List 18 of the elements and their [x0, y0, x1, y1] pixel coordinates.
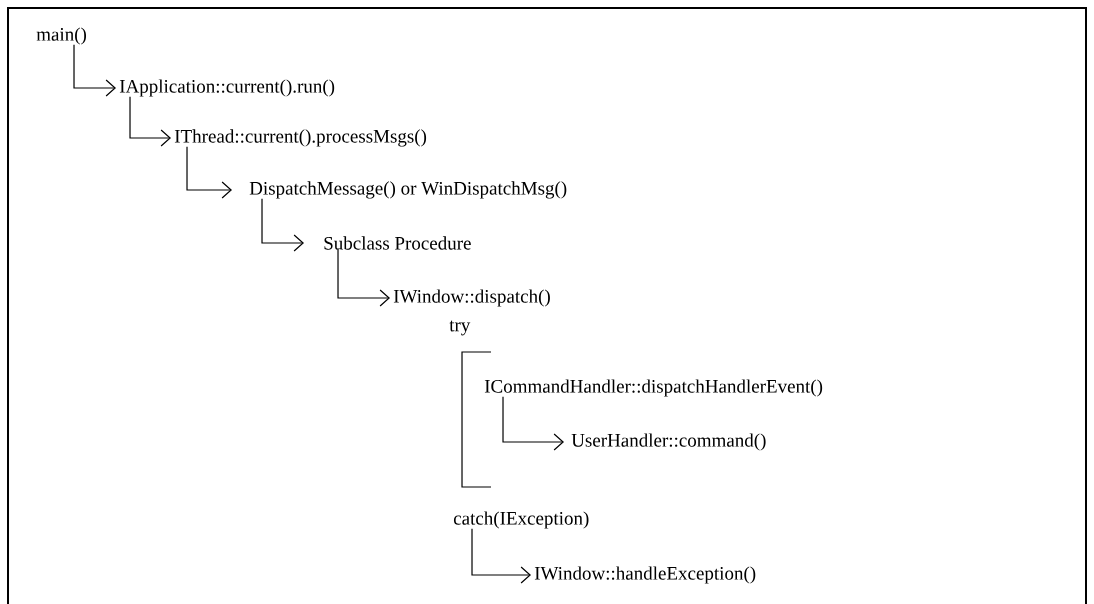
- arrow: [129, 96, 171, 147]
- arrow: [186, 146, 232, 199]
- call-label: IApplication::current().run(): [119, 79, 335, 97]
- arrow: [337, 249, 390, 307]
- arrow: [73, 44, 116, 97]
- arrow: [471, 528, 531, 584]
- call-label: UserHandler::command(): [571, 433, 766, 451]
- call-label: try: [449, 320, 471, 336]
- call-label: Subclass Procedure: [324, 236, 471, 250]
- arrow: [261, 198, 304, 252]
- call-label: catch(IException): [453, 511, 589, 529]
- call-label: main(): [36, 27, 87, 45]
- arrow: [502, 396, 564, 451]
- call-label: IWindow::dispatch(): [393, 289, 550, 307]
- call-label: IWindow::handleException(): [534, 566, 756, 584]
- call-label: DispatchMessage() or WinDispatchMsg(): [249, 181, 567, 199]
- call-label: IThread::current().processMsgs(): [174, 129, 427, 147]
- call-label: ICommandHandler::dispatchHandlerEvent(): [484, 379, 823, 397]
